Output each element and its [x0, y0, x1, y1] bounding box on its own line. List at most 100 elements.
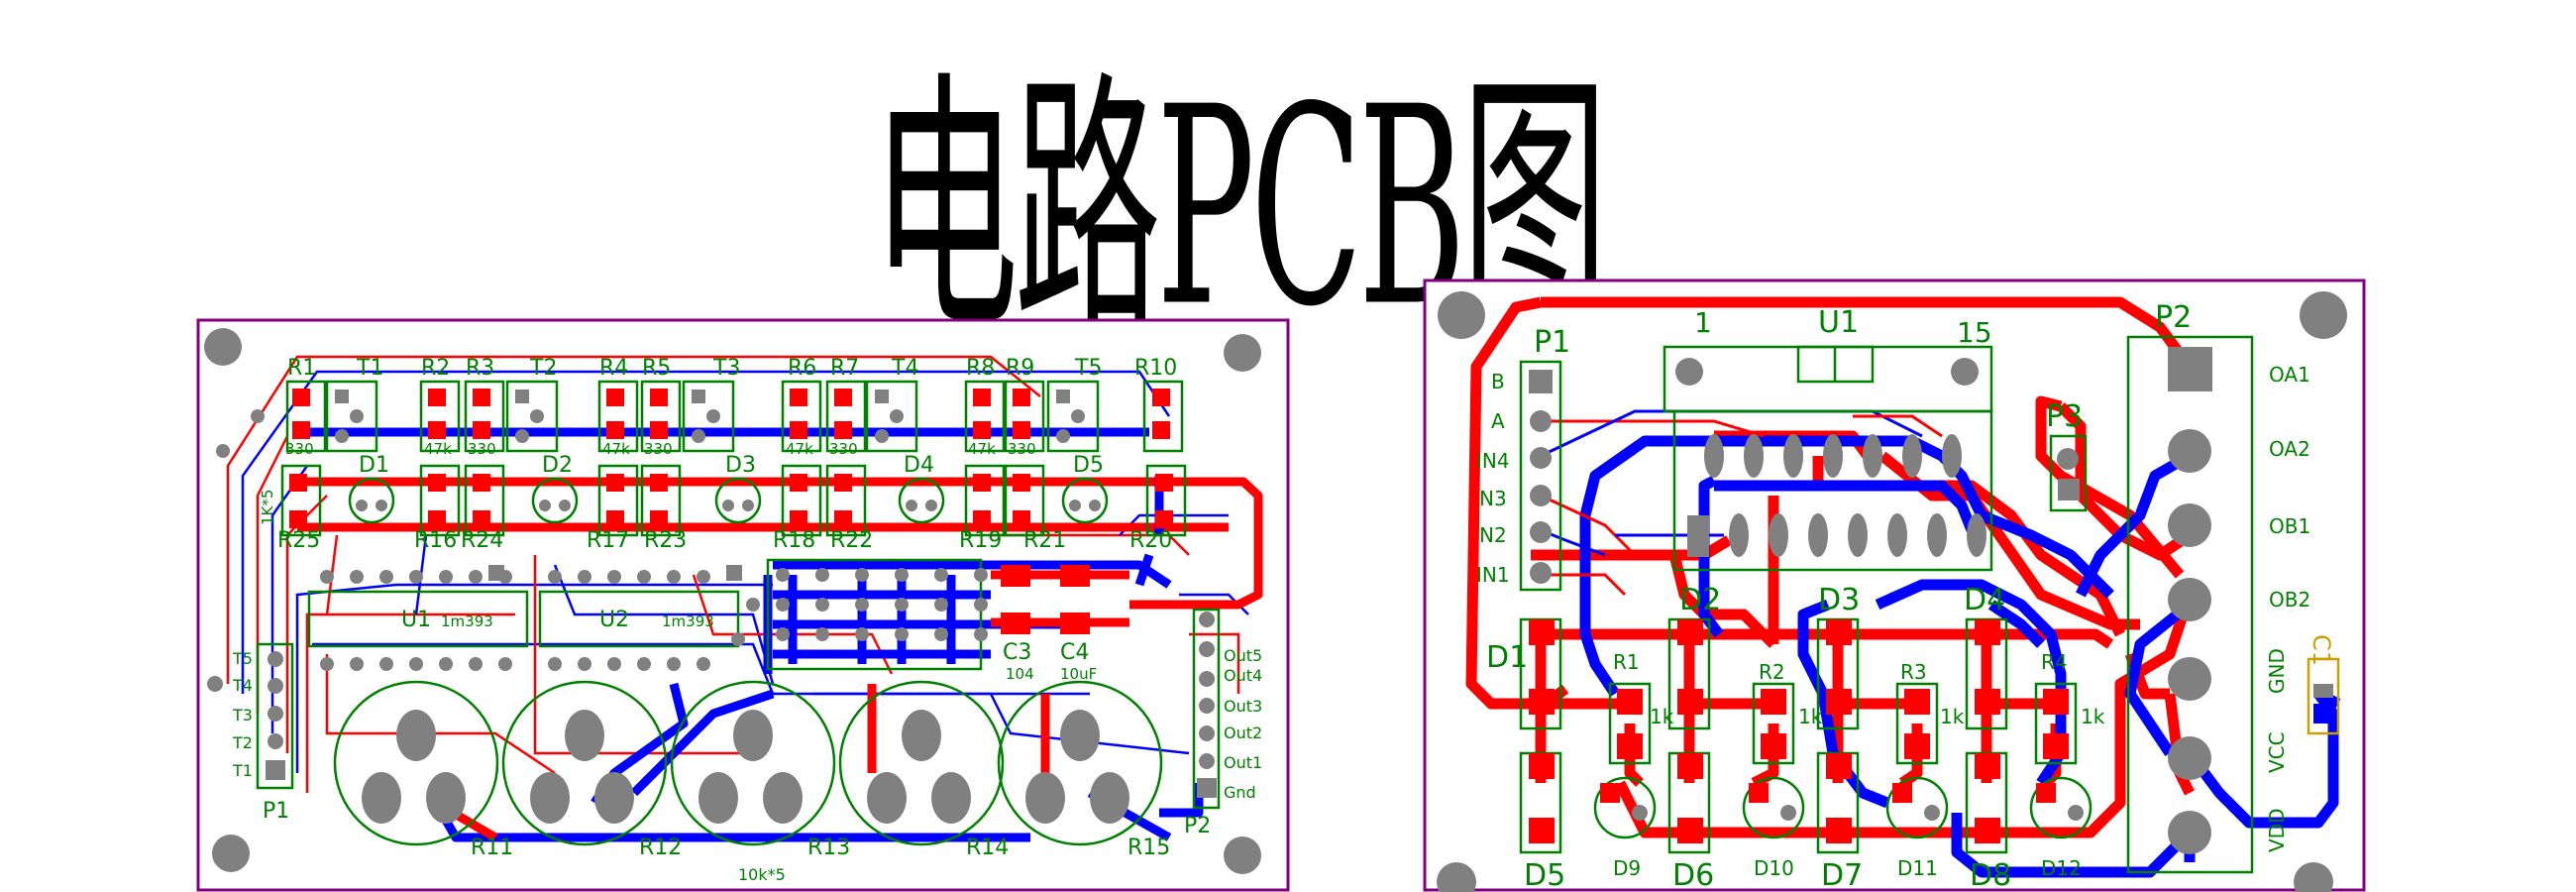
- right-board-labels: P1 B A IN4 N3 N2 IN1 U1 1 15 P2 OA1 OA2 …: [1476, 300, 2335, 892]
- u1-pin-start: 1: [1694, 306, 1712, 339]
- label-r3: R3: [1900, 660, 1927, 684]
- label-r12: R12: [639, 836, 682, 860]
- p2-pin-out3: Out3: [1224, 697, 1262, 716]
- right-p1-connector: [1519, 360, 1562, 592]
- mount-hole: [212, 835, 250, 872]
- label-r21: R21: [1023, 528, 1066, 553]
- p2-pin-out4: Out4: [1224, 666, 1262, 685]
- label-r2: R2: [421, 356, 450, 381]
- label-p1: P1: [1534, 325, 1570, 360]
- p1-pin-t5: T5: [232, 649, 253, 668]
- p1-pin-n2: N2: [1479, 523, 1507, 547]
- left-resistor-network: [766, 558, 1090, 671]
- label-r9: R9: [1006, 356, 1034, 381]
- p1-pin-t2: T2: [232, 733, 253, 752]
- label-r15: R15: [1127, 836, 1170, 860]
- left-potentiometers: [333, 680, 1163, 846]
- left-board-labels: R1 T1 R2 R3 T2 R4 R5 T3 R6 R7 T4 R8 R9 T…: [232, 356, 1262, 884]
- label-t2: T2: [529, 356, 557, 381]
- value-c3: 104: [1006, 665, 1034, 683]
- mount-hole: [1438, 291, 1485, 339]
- label-r1: R1: [287, 356, 316, 381]
- label-d5: D5: [1524, 858, 1565, 892]
- mount-hole: [1224, 334, 1261, 372]
- p2-pin-oa1: OA1: [2269, 363, 2310, 387]
- label-r16: R16: [414, 528, 457, 553]
- p2-pin-vdd: VDD: [2265, 809, 2289, 852]
- value-c4: 10uF: [1060, 665, 1097, 683]
- p1-pin-a: A: [1491, 409, 1505, 433]
- label-d4: D4: [904, 453, 934, 478]
- p1-pin-t1: T1: [232, 761, 253, 780]
- label-u2: U2: [599, 608, 629, 632]
- value-r2: 1k: [1798, 705, 1823, 728]
- label-1k-note: 1K*5: [259, 490, 276, 525]
- label-p2: P2: [2155, 300, 2192, 335]
- label-t3: T3: [712, 356, 740, 381]
- p1-pin-t3: T3: [232, 706, 253, 725]
- value-r1: 1k: [1650, 705, 1674, 728]
- label-d5: D5: [1073, 453, 1104, 478]
- label-c3: C3: [1003, 640, 1031, 665]
- value-r7: 330: [829, 440, 858, 458]
- label-r20: R20: [1129, 528, 1172, 553]
- mount-hole: [2300, 291, 2347, 339]
- p2-pin-oa2: OA2: [2269, 437, 2310, 461]
- p2-pin-vcc: VCC: [2265, 731, 2289, 773]
- left-top-components: [280, 380, 1187, 537]
- label-r4: R4: [2041, 650, 2068, 674]
- label-r24: R24: [461, 528, 503, 553]
- label-r17: R17: [587, 528, 629, 553]
- label-r6: R6: [788, 356, 816, 381]
- label-c1: C1: [2308, 634, 2335, 666]
- mount-hole: [1224, 836, 1261, 874]
- right-component-pads: [1519, 617, 2093, 854]
- label-r8: R8: [966, 356, 995, 381]
- label-t5: T5: [1074, 356, 1102, 381]
- label-u1: U1: [1818, 305, 1859, 340]
- p2-pin-gnd: GND: [2265, 648, 2289, 694]
- label-p2: P2: [1184, 814, 1211, 838]
- label-r11: R11: [471, 836, 513, 860]
- label-u2-part: 1m393: [662, 613, 714, 630]
- label-d7: D7: [1821, 858, 1863, 892]
- value-r4: 1k: [2081, 705, 2105, 728]
- label-d11: D11: [1897, 856, 1938, 880]
- label-p3: P3: [2046, 399, 2083, 434]
- value-r6: 47k: [786, 440, 813, 458]
- label-d1: D1: [359, 453, 389, 478]
- label-d2: D2: [1679, 583, 1721, 617]
- right-pcb-board: P1 B A IN4 N3 N2 IN1 U1 1 15 P2 OA1 OA2 …: [1423, 279, 2366, 892]
- p2-pin-out2: Out2: [1224, 724, 1262, 742]
- label-p1: P1: [263, 799, 289, 824]
- label-d6: D6: [1672, 858, 1714, 892]
- label-r7: R7: [830, 356, 859, 381]
- mount-hole: [1437, 862, 1476, 892]
- left-pcb-board: R1 T1 R2 R3 T2 R4 R5 T3 R6 R7 T4 R8 R9 T…: [196, 318, 1290, 892]
- value-r3: 1k: [1940, 705, 1965, 728]
- right-c1-capacitor: [2307, 657, 2340, 735]
- label-t1: T1: [356, 356, 383, 381]
- p1-pin-b: B: [1491, 370, 1505, 393]
- value-r9: 330: [1008, 440, 1036, 458]
- value-r1: 330: [285, 440, 314, 458]
- p2-pin-ob1: OB1: [2269, 514, 2310, 538]
- label-r19: R19: [959, 528, 1002, 553]
- p1-pin-t4: T4: [232, 676, 253, 695]
- value-r2: 47k: [424, 440, 452, 458]
- label-d3: D3: [725, 453, 756, 478]
- right-p2-connector: [2126, 335, 2254, 874]
- p2-pin-ob2: OB2: [2269, 588, 2310, 612]
- label-r2: R2: [1759, 660, 1785, 684]
- label-d1: D1: [1486, 640, 1528, 675]
- label-r3: R3: [466, 356, 494, 381]
- right-thin-traces: [1540, 409, 1943, 597]
- value-r3: 330: [468, 440, 496, 458]
- label-d3: D3: [1818, 583, 1860, 617]
- label-r22: R22: [830, 528, 873, 553]
- label-d8: D8: [1970, 858, 2011, 892]
- left-connectors: [207, 409, 1221, 810]
- mount-hole: [2294, 862, 2333, 892]
- label-10k-note: 10k*5: [738, 865, 786, 884]
